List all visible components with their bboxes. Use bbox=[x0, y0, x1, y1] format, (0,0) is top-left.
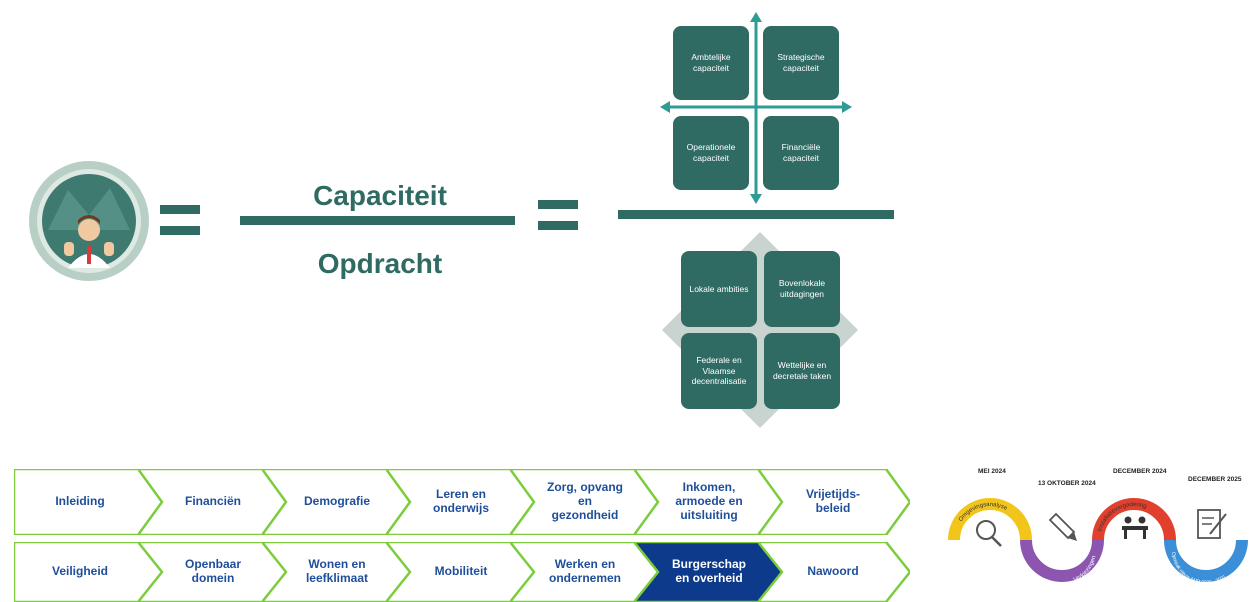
chevron-shape bbox=[14, 469, 166, 535]
chevron-shape bbox=[386, 542, 538, 602]
quadrant-bovenlokale-uitdagingen: Bovenlokale uitdagingen bbox=[764, 251, 840, 327]
fraction-bar bbox=[240, 216, 515, 225]
timeline-graphic: Omgevingsanalyse Verkiezingen Installati… bbox=[948, 498, 1248, 586]
fraction-numerator: Capaciteit bbox=[313, 180, 447, 211]
chapter-vrijetijds-beleid[interactable]: Vrijetijds- beleid bbox=[758, 469, 910, 535]
timeline-date: DECEMBER 2025 bbox=[1188, 476, 1242, 483]
chapter-label: Werken en ondernemen bbox=[548, 557, 621, 585]
chevron-shape bbox=[262, 469, 414, 535]
quadrant-operationele-capaciteit: Operationele capaciteit bbox=[673, 116, 749, 190]
chapter-burgerschap-en-overheid[interactable]: Burgerschap en overheid bbox=[634, 542, 786, 602]
chevron-shape bbox=[262, 542, 414, 602]
timeline-date: MEI 2024 bbox=[978, 468, 1006, 475]
quadrant-wettelijke-taken: Wettelijke en decretale taken bbox=[764, 333, 840, 409]
chapter-zorg-opvang-en-gezondheid[interactable]: Zorg, opvang en gezondheid bbox=[510, 469, 662, 535]
chapter-label: Vrijetijds- beleid bbox=[805, 487, 861, 515]
magnifier-icon bbox=[976, 520, 1002, 547]
meeting-icon bbox=[1122, 516, 1148, 539]
chevron-shape bbox=[634, 542, 786, 602]
pencil-icon bbox=[1048, 512, 1077, 541]
chevron-shape bbox=[386, 469, 538, 535]
quadrant-strategische-capaciteit: Strategische capaciteit bbox=[763, 26, 839, 100]
chapter-label: Zorg, opvang en gezondheid bbox=[547, 480, 623, 522]
timeline-date: DECEMBER 2024 bbox=[1113, 468, 1167, 475]
chapter-mobiliteit[interactable]: Mobiliteit bbox=[386, 542, 538, 602]
chapter-label: Mobiliteit bbox=[434, 564, 488, 579]
chevron-shape bbox=[758, 542, 910, 602]
chevron-shape bbox=[510, 542, 662, 602]
chapter-label: Demografie bbox=[303, 494, 371, 509]
quadrant-lokale-ambities: Lokale ambities bbox=[681, 251, 757, 327]
timeline-date: 13 OKTOBER 2024 bbox=[1038, 480, 1096, 487]
chevron-shape bbox=[510, 469, 662, 535]
document-edit-icon bbox=[1197, 509, 1227, 539]
chapter-label: Financiën bbox=[184, 494, 241, 509]
chapter-label: Veiligheid bbox=[51, 564, 108, 579]
quadrant-ambtelijke-capaciteit: Ambtelijke capaciteit bbox=[673, 26, 749, 100]
chapter-label: Inleiding bbox=[55, 494, 105, 509]
fraction-denominator: Opdracht bbox=[317, 248, 443, 279]
chapter-financiën[interactable]: Financiën bbox=[138, 469, 290, 535]
avatar bbox=[29, 161, 149, 281]
chapter-label: Nawoord bbox=[807, 564, 859, 579]
chapter-wonen-en-leefklimaat[interactable]: Wonen en leefklimaat bbox=[262, 542, 414, 602]
chapter-label: Burgerschap en overheid bbox=[671, 557, 747, 585]
chevron-shape bbox=[14, 542, 166, 602]
equals-sign bbox=[538, 200, 578, 230]
capacity-axes bbox=[660, 12, 852, 204]
chevron-shape bbox=[138, 542, 290, 602]
chapter-inkomen-armoede-en-uitsluiting[interactable]: Inkomen, armoede en uitsluiting bbox=[634, 469, 786, 535]
chapter-label: Inkomen, armoede en uitsluiting bbox=[675, 480, 743, 522]
chevron-shape bbox=[758, 469, 910, 535]
chapter-nawoord[interactable]: Nawoord bbox=[758, 542, 910, 602]
chapter-label: Leren en onderwijs bbox=[432, 487, 489, 515]
chapter-leren-en-onderwijs[interactable]: Leren en onderwijs bbox=[386, 469, 538, 535]
chevron-shape bbox=[634, 469, 786, 535]
chevron-shape bbox=[138, 469, 290, 535]
model-fraction-bar bbox=[618, 210, 894, 219]
chapter-veiligheid[interactable]: Veiligheid bbox=[14, 542, 166, 602]
chapter-openbaar-domein[interactable]: Openbaar domein bbox=[138, 542, 290, 602]
chapter-label: Wonen en leefklimaat bbox=[305, 557, 369, 585]
chapter-inleiding[interactable]: Inleiding bbox=[14, 469, 166, 535]
quadrant-financiele-capaciteit: Financiële capaciteit bbox=[763, 116, 839, 190]
chapter-label: Openbaar domein bbox=[184, 557, 241, 585]
equals-sign bbox=[160, 205, 200, 235]
chapter-demografie[interactable]: Demografie bbox=[262, 469, 414, 535]
chapter-werken-en-ondernemen[interactable]: Werken en ondernemen bbox=[510, 542, 662, 602]
quadrant-decentralisatie: Federale en Vlaamse decentralisatie bbox=[681, 333, 757, 409]
